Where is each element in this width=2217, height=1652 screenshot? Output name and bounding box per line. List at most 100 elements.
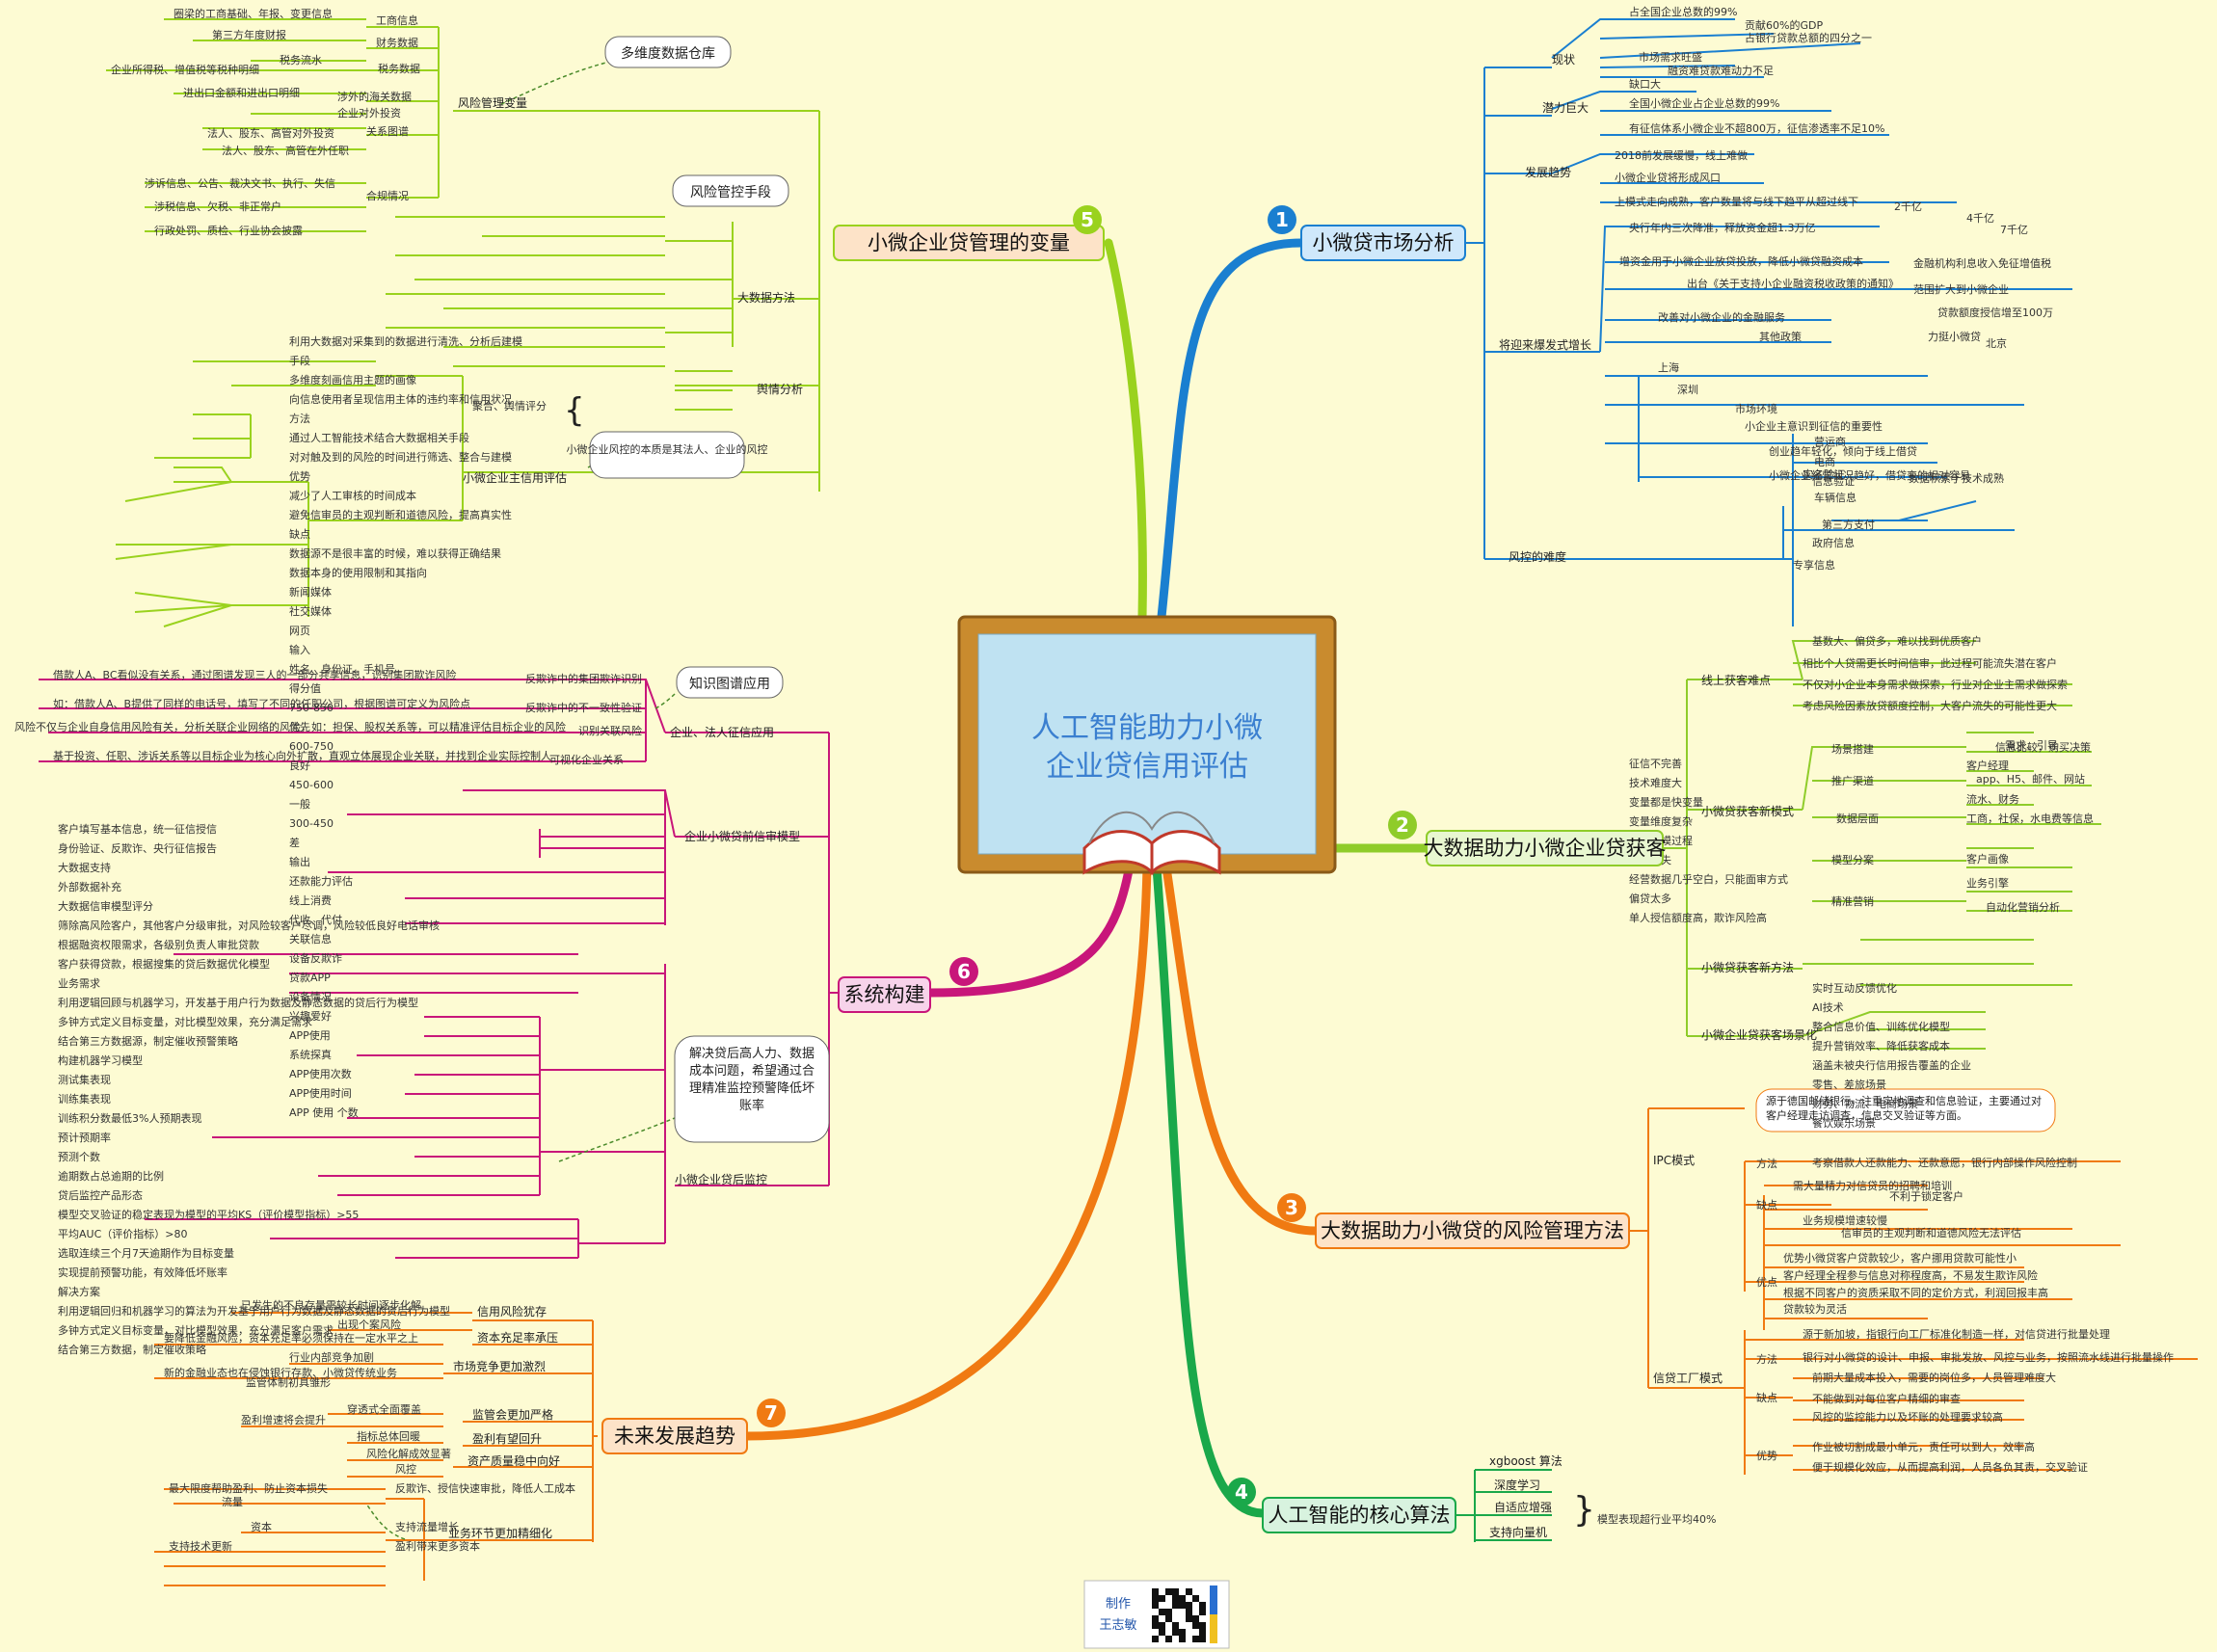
leaf-node: 业务需求: [58, 977, 100, 990]
leaf-node: 可视化企业关系: [549, 753, 624, 766]
sub-topic-6-2: 企业小微贷前信审模型: [684, 829, 800, 843]
leaf-node: 网页: [289, 625, 310, 637]
qr-module: [1152, 1588, 1159, 1595]
leaf-node: 线上消费: [289, 893, 332, 907]
leaf-node: 逾期数占总逾期的比例: [58, 1169, 164, 1183]
leaf-node: 识别关联风险: [578, 724, 642, 737]
branch-number: 6: [957, 960, 971, 983]
callout-bubble: [672, 174, 789, 207]
leaf-node: 4千亿: [1966, 212, 1994, 225]
sub-topic-7-3: 市场竞争更加激烈: [453, 1359, 546, 1373]
qr-module: [1165, 1588, 1172, 1595]
leaf-node: 相比个人贷需更长时间信审，此过程可能流失潜在客户: [1803, 656, 2057, 670]
leaf-node: 贷款额度授信增至100万: [1937, 306, 2053, 319]
leaf-node: 实名验证: [1803, 467, 1845, 481]
leaf-node: 央行年内三次降准，释放资金超1.3万亿: [1629, 221, 1816, 234]
leaf-node: 设备情况: [289, 990, 332, 1003]
sub-topic-7-7: 业务环节更加精细化: [448, 1526, 552, 1540]
leaf-node: 银行对小微贷的设计、申报、审批发放、风控与业务，按照流水线进行批量操作: [1803, 1350, 2174, 1364]
leaf-node: 大数据支持: [58, 861, 111, 874]
leaf-node: 占全国企业总数的99%: [1629, 5, 1737, 18]
leaf-node: 行业内部竞争加剧: [289, 1350, 374, 1364]
sub-topic-4-1: xgboost 算法: [1489, 1453, 1563, 1468]
leaf-node: 业务规模增速较慢: [1803, 1213, 1887, 1227]
leaf-node: 需求、引导: [2005, 738, 2058, 752]
leaf-node: 缺点: [1756, 1391, 1777, 1404]
leaf-node: 数据本身的使用限制和其指向: [289, 566, 427, 579]
leaf-node: 优先: [289, 721, 310, 733]
leaf-node: 2018前发展缓慢，线上难做: [1615, 148, 1748, 162]
leaf-node: 工商信息: [376, 13, 418, 27]
branch-number-badge: [1388, 811, 1417, 839]
branch-number: 1: [1275, 208, 1289, 231]
leaf-node: 经营数据几乎空白，只能面审方式: [1629, 872, 1788, 886]
qr-module: [1152, 1622, 1159, 1629]
leaf-node: 上模式走向成熟，客户数量将与线下趋平从超过线下: [1615, 195, 1858, 208]
callout-bubbles: 多维度数据仓库 风险管控手段 聚合、舆情评分 { 小微企业风控的本质是其法人、企…: [472, 36, 2056, 1530]
qr-module: [1172, 1602, 1179, 1609]
branch-7-tree: [154, 1312, 598, 1586]
qr-module: [1192, 1615, 1199, 1622]
leaf-node: 客户画像: [1966, 852, 2009, 866]
leaf-node: 得分值: [289, 682, 321, 695]
qr-module: [1152, 1615, 1159, 1622]
leaf-node: 监管体制初具雏形: [246, 1375, 331, 1389]
leaf-node: 圈梁的工商基础、年报、变更信息: [174, 7, 333, 20]
sub-topic-2-4: 小微企业贷获客场景化: [1701, 1027, 1817, 1042]
qr-module: [1199, 1609, 1206, 1615]
sub-topic-1-4: 将迎来爆发式增长: [1499, 337, 1591, 352]
leaf-node: 市场需求旺盛: [1639, 50, 1702, 64]
qr-module: [1172, 1588, 1179, 1595]
leaf-node: 场景搭建: [1831, 742, 1874, 756]
qr-module: [1179, 1595, 1186, 1602]
leaf-node: 融资难贷款难动力不足: [1668, 64, 1774, 77]
leaf-node: 手段: [289, 354, 310, 367]
leaf-node: APP使用次数: [289, 1067, 352, 1080]
leaf-node: 有征信体系小微企业不超800万，征信渗透率不足10%: [1629, 121, 1884, 135]
leaf-node: 进出口金额和进出口明细: [183, 86, 300, 99]
leaf-node: 平均AUC（评价指标）>80: [58, 1227, 187, 1240]
center-title-line1: 人工智能助力小微: [1031, 711, 1263, 745]
leaf-node: 企业对外投资: [337, 106, 401, 120]
qr-module: [1159, 1595, 1165, 1602]
leaf-node: 新闻媒体: [289, 585, 332, 599]
leaf-node: 北京: [1986, 336, 2007, 350]
leaf-node: 社交媒体: [289, 604, 332, 618]
leaf-node: 客户经理: [1966, 759, 2009, 772]
leaf-node: 市场环境: [1735, 402, 1777, 415]
qr-module: [1172, 1595, 1179, 1602]
leaf-node: 缺点: [1756, 1198, 1777, 1212]
main-branch-box: [833, 225, 1105, 261]
leaf-node: APP使用: [289, 1029, 331, 1042]
qr-module: [1179, 1602, 1186, 1609]
sub-topic-5-2: 大数据方法: [737, 290, 795, 305]
branch-number-badge: [949, 957, 978, 986]
main-branch-title: 大数据助力小微贷的风险管理方法: [1321, 1219, 1624, 1242]
leaf-node: 征信不完善: [1629, 757, 1682, 770]
sub-topic-3-2: 信贷工厂模式: [1653, 1372, 1723, 1385]
sub-topic-4-3: 自适应增强: [1494, 1500, 1552, 1514]
leaf-node: 流水、财务: [1966, 792, 2019, 806]
leaf-node: 企业所得税、增值税等税种明细: [111, 63, 259, 76]
leaf-node: 整合信息价值、训练优化模型: [1812, 1020, 1950, 1033]
leaf-node: 优势: [289, 470, 310, 483]
callout-bubble: [604, 36, 732, 68]
leaf-node: 根据融资权限需求，各级别负责人审批贷款: [58, 938, 259, 951]
leaf-node: 筛除高风险客户，其他客户分级审批，对风险较客户尽调，风险较低良好电话审核: [58, 919, 440, 932]
color-strip: [1210, 1614, 1217, 1643]
leaf-node: 出台《关于支持小企业融资税收政策的通知》: [1687, 277, 1899, 290]
branch-curves: [742, 238, 1431, 1518]
main-branch-title: 人工智能的核心算法: [1269, 1504, 1451, 1527]
leaf-node: 方法: [1756, 1157, 1777, 1170]
leaf-node: 750-850: [289, 702, 334, 714]
qr-module: [1172, 1629, 1179, 1636]
leaf-node: 系统探真: [289, 1048, 332, 1061]
board-screen: [977, 633, 1317, 855]
